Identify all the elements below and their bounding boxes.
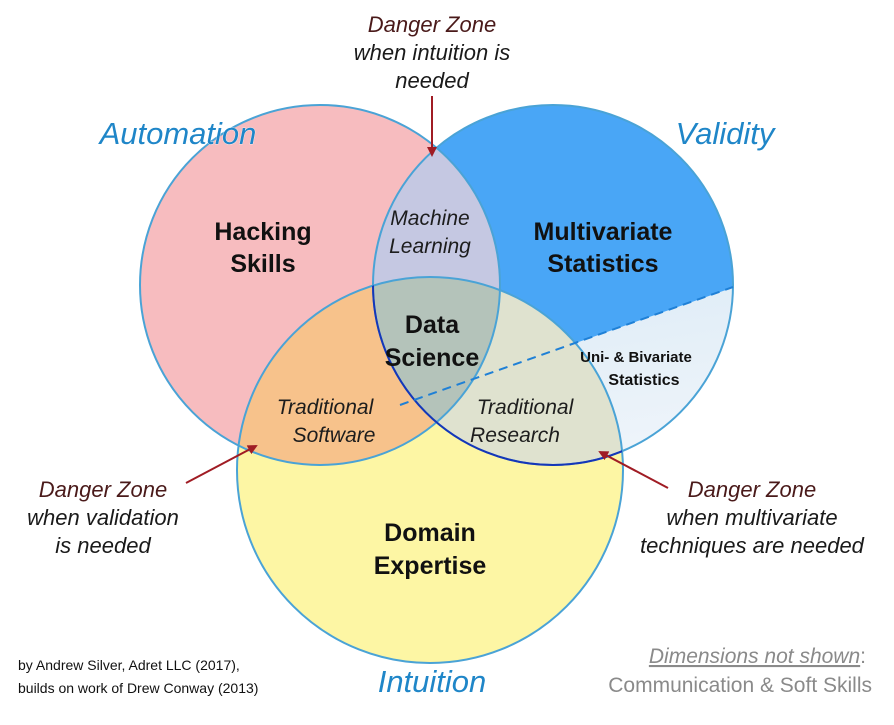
dimensions-title-suffix: : bbox=[860, 645, 866, 668]
traditional-software-overlap bbox=[237, 277, 500, 465]
machine-learning-line1: Machine bbox=[390, 207, 469, 230]
uni-bivariate-line1: Uni- & Bivariate bbox=[580, 349, 692, 366]
left-danger-arrow bbox=[185, 445, 258, 484]
traditional-research-overlap bbox=[373, 277, 623, 465]
top-danger-title: Danger Zone bbox=[368, 12, 496, 37]
traditional-research-line1: Traditional bbox=[477, 396, 575, 419]
uni-bivariate-line2: Statistics bbox=[608, 372, 679, 389]
data-science-line2: Science bbox=[385, 344, 480, 372]
domain-outline bbox=[236, 276, 624, 664]
automation-axis-label: Automation bbox=[98, 116, 257, 151]
right-danger-line2: techniques are needed bbox=[640, 533, 865, 558]
validity-axis-label: Validity bbox=[676, 116, 777, 151]
dimensions-note-title: Dimensions not shown: bbox=[649, 645, 866, 668]
credit-line2: builds on work of Drew Conway (2013) bbox=[18, 680, 258, 696]
top-danger-line1: when intuition is bbox=[354, 40, 511, 65]
stats-label-line1: Multivariate bbox=[534, 218, 673, 246]
machine-learning-line2: Learning bbox=[389, 235, 471, 258]
traditional-research-line2: Research bbox=[470, 424, 560, 447]
stats-label-line2: Statistics bbox=[547, 250, 658, 278]
intuition-axis-label: Intuition bbox=[378, 664, 487, 699]
hacking-label-line1: Hacking bbox=[214, 218, 311, 246]
hacking-outline bbox=[139, 104, 501, 466]
left-danger-line1: when validation bbox=[27, 505, 179, 530]
top-danger-line2: needed bbox=[395, 68, 469, 93]
data-science-line1: Data bbox=[405, 311, 460, 339]
dimensions-note-body: Communication & Soft Skills bbox=[608, 674, 872, 697]
domain-label-line2: Expertise bbox=[374, 552, 487, 580]
right-danger-arrow bbox=[598, 451, 669, 489]
hacking-label-line2: Skills bbox=[230, 250, 295, 278]
dimensions-title-text: Dimensions not shown bbox=[649, 645, 860, 668]
left-danger-line2: is needed bbox=[55, 533, 151, 558]
traditional-software-line2: Software bbox=[293, 424, 376, 447]
traditional-software-line1: Traditional bbox=[277, 396, 375, 419]
left-danger-title: Danger Zone bbox=[39, 477, 167, 502]
right-danger-line1: when multivariate bbox=[666, 505, 837, 530]
credit-line1: by Andrew Silver, Adret LLC (2017), bbox=[18, 657, 240, 673]
domain-label-line1: Domain bbox=[384, 519, 476, 547]
right-danger-title: Danger Zone bbox=[688, 477, 816, 502]
